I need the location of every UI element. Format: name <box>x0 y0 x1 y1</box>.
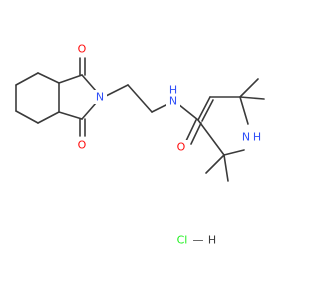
bond <box>205 154 225 174</box>
bond <box>185 119 197 142</box>
hydrochloride-salt: Cl — H <box>177 234 217 247</box>
nitrogen-atom-label: N <box>242 131 250 144</box>
chemical-structure-diagram: O O N H N O N H Cl — H <box>15 42 268 247</box>
bond <box>201 99 214 122</box>
bond <box>127 84 153 113</box>
hydrogen-atom-label: H <box>169 84 177 97</box>
bond <box>177 103 199 121</box>
oxygen-atom-label: O <box>78 43 87 56</box>
bond <box>37 111 60 124</box>
oxygen-atom-label: O <box>78 139 87 152</box>
bond <box>37 72 60 84</box>
bond <box>15 72 39 86</box>
bond <box>15 110 39 124</box>
bond <box>81 102 97 120</box>
bond <box>239 96 265 100</box>
bond <box>197 96 211 121</box>
bond <box>190 122 202 145</box>
bonds <box>15 57 265 182</box>
bond <box>239 96 249 125</box>
bond <box>103 84 129 98</box>
nitrogen-atom-label: N <box>169 95 177 108</box>
bond <box>197 119 225 156</box>
atom-labels: O O N H N O N H <box>75 42 268 154</box>
bond <box>239 78 259 98</box>
oxygen-atom-label: O <box>177 141 186 154</box>
bond <box>58 111 83 120</box>
bond <box>58 74 83 84</box>
hydrogen-atom-label: H <box>253 131 261 144</box>
bond <box>223 154 229 182</box>
nitrogen-atom-label: N <box>96 91 104 104</box>
bond <box>151 103 169 113</box>
salt-bond: — <box>193 234 204 247</box>
chlorine-atom-label: Cl <box>177 234 188 247</box>
hydrogen-atom-label: H <box>208 234 216 247</box>
bond <box>223 149 245 156</box>
bond <box>81 74 97 92</box>
